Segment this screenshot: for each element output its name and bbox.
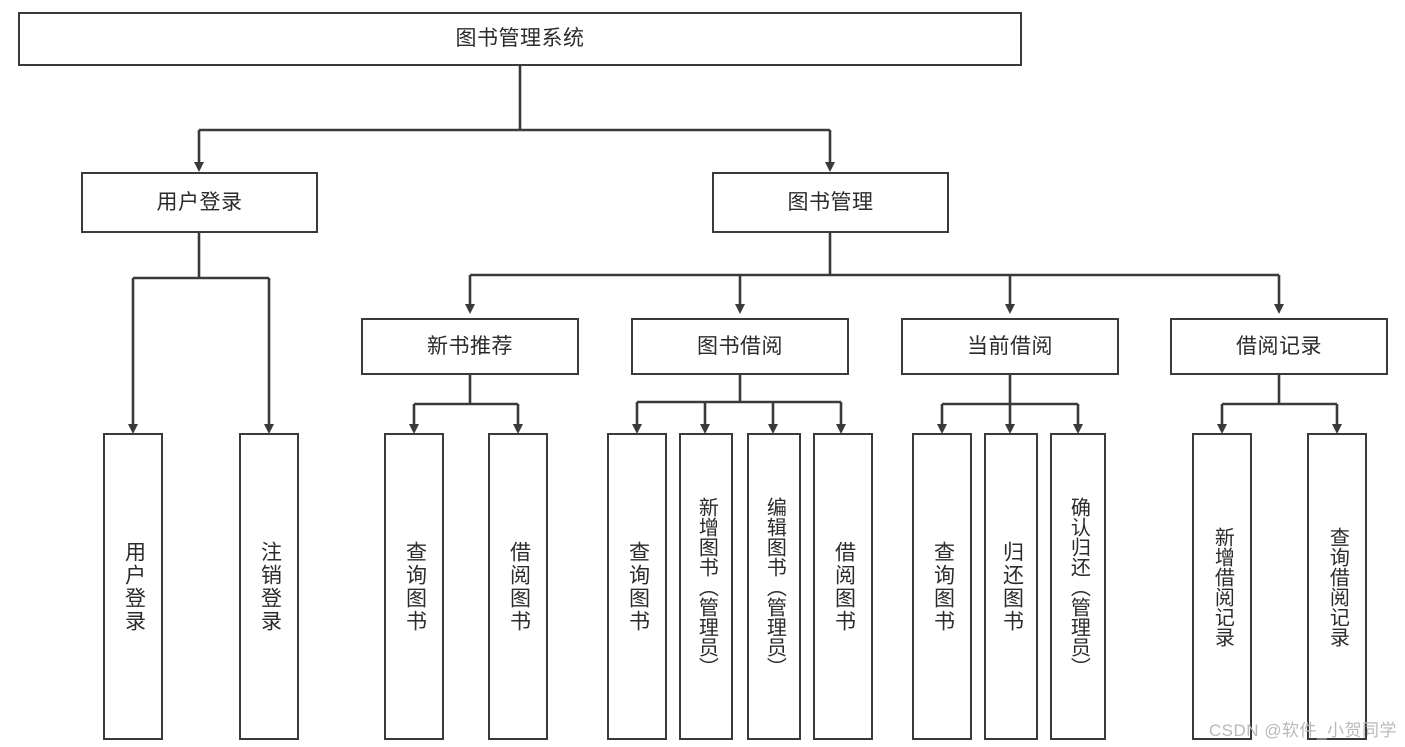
node-current-borrow[interactable]: 当前借阅 [901, 318, 1119, 375]
leaf-user-login-signin[interactable]: 用户登录 [103, 433, 163, 740]
node-book-borrow[interactable]: 图书借阅 [631, 318, 849, 375]
node-borrow-record[interactable]: 借阅记录 [1170, 318, 1388, 375]
leaf-new-book-borrow-book[interactable]: 借阅图书 [488, 433, 548, 740]
node-label: 新增借阅记录 [1211, 526, 1234, 647]
leaf-new-book-query-book[interactable]: 查询图书 [384, 433, 444, 740]
node-label: 查询图书 [931, 540, 955, 633]
node-label: 编辑图书（管理员） [763, 496, 786, 677]
node-label: 注销登录 [258, 540, 282, 633]
leaf-borrow-record-query-record[interactable]: 查询借阅记录 [1307, 433, 1367, 740]
node-label: 图书管理系统 [455, 27, 585, 51]
node-label: 确认归还（管理员） [1067, 496, 1090, 677]
node-label: 查询图书 [626, 540, 650, 633]
node-label: 当前借阅 [967, 334, 1053, 358]
leaf-book-borrow-edit-book-admin[interactable]: 编辑图书（管理员） [747, 433, 801, 740]
node-root-book-management-system[interactable]: 图书管理系统 [18, 12, 1022, 66]
leaf-current-borrow-confirm-return-admin[interactable]: 确认归还（管理员） [1050, 433, 1106, 740]
leaf-book-borrow-add-book-admin[interactable]: 新增图书（管理员） [679, 433, 733, 740]
node-label: 图书借阅 [697, 334, 783, 358]
node-label: 借阅图书 [507, 540, 531, 633]
node-label: 借阅图书 [832, 540, 856, 633]
leaf-current-borrow-query-book[interactable]: 查询图书 [912, 433, 972, 740]
leaf-user-login-signout[interactable]: 注销登录 [239, 433, 299, 740]
leaf-borrow-record-add-record[interactable]: 新增借阅记录 [1192, 433, 1252, 740]
node-label: 图书管理 [787, 190, 874, 214]
node-label: 新书推荐 [427, 334, 513, 358]
leaf-book-borrow-borrow-book[interactable]: 借阅图书 [813, 433, 873, 740]
node-new-book-recommend[interactable]: 新书推荐 [361, 318, 579, 375]
node-book-management[interactable]: 图书管理 [712, 172, 949, 233]
node-label: 查询借阅记录 [1326, 526, 1349, 647]
node-label: 用户登录 [156, 190, 243, 214]
node-label: 归还图书 [1000, 540, 1024, 633]
leaf-current-borrow-return-book[interactable]: 归还图书 [984, 433, 1038, 740]
leaf-book-borrow-query-book[interactable]: 查询图书 [607, 433, 667, 740]
node-label: 新增图书（管理员） [695, 496, 718, 677]
node-label: 借阅记录 [1236, 334, 1322, 358]
node-label: 用户登录 [122, 540, 146, 633]
node-user-login[interactable]: 用户登录 [81, 172, 318, 233]
node-label: 查询图书 [403, 540, 427, 633]
